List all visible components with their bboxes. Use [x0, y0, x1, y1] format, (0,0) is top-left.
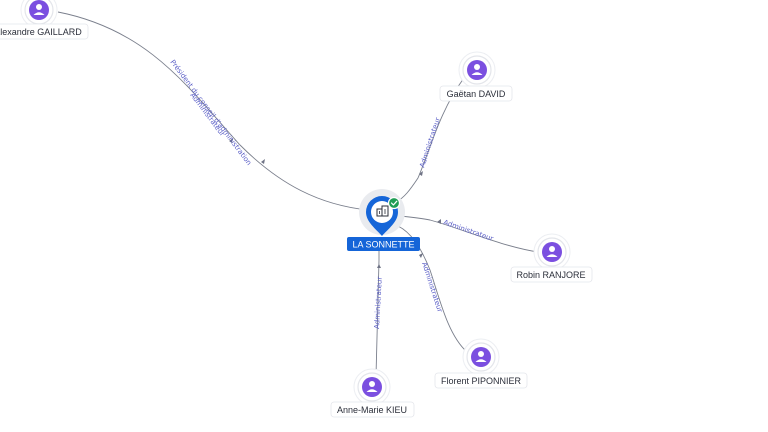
arrow-kieu [377, 264, 381, 268]
person-node-ranjore[interactable]: Robin RANJORE [510, 233, 593, 283]
edge-arrows [229, 138, 441, 268]
person-icon [467, 60, 487, 80]
person-icon [471, 347, 491, 367]
edge-gaillard [57, 11, 369, 211]
person-label-ranjore: Robin RANJORE [516, 270, 585, 280]
edge-label-piponnier: Administrateur [420, 261, 444, 313]
company-node[interactable]: LA SONNETTE [347, 189, 420, 251]
arrow-piponnier [419, 253, 423, 258]
person-label-david: Gaëtan DAVID [447, 89, 506, 99]
building-icon [376, 205, 389, 217]
arrow-ranjore [437, 219, 441, 224]
person-node-gaillard[interactable]: Alexandre GAILLARD [0, 0, 89, 40]
person-icon [542, 242, 562, 262]
person-node-piponnier[interactable]: Florent PIPONNIER [434, 338, 528, 389]
arrow-gaillard-1 [229, 138, 233, 143]
person-label-piponnier: Florent PIPONNIER [441, 376, 522, 386]
arrow-gaillard-2 [261, 159, 265, 164]
edge-label-david: Administrateur [418, 116, 442, 168]
edge-piponnier [397, 225, 468, 353]
person-label-gaillard: Alexandre GAILLARD [0, 27, 82, 37]
person-icon [362, 377, 382, 397]
company-label: LA SONNETTE [352, 240, 414, 250]
person-node-david[interactable]: Gaëtan DAVID [439, 51, 513, 102]
person-node-kieu[interactable]: Anne-Marie KIEU [330, 368, 415, 418]
arrow-david [419, 171, 423, 176]
edge-label-ranjore: Administrateur [442, 218, 494, 243]
edge-ranjore [399, 215, 539, 253]
edge-label-gaillard-admin: Administrateur [188, 91, 226, 138]
person-label-kieu: Anne-Marie KIEU [337, 405, 407, 415]
check-badge-icon [387, 196, 401, 210]
person-icon [29, 0, 49, 20]
edge-label-kieu: Administrateur [373, 276, 384, 329]
